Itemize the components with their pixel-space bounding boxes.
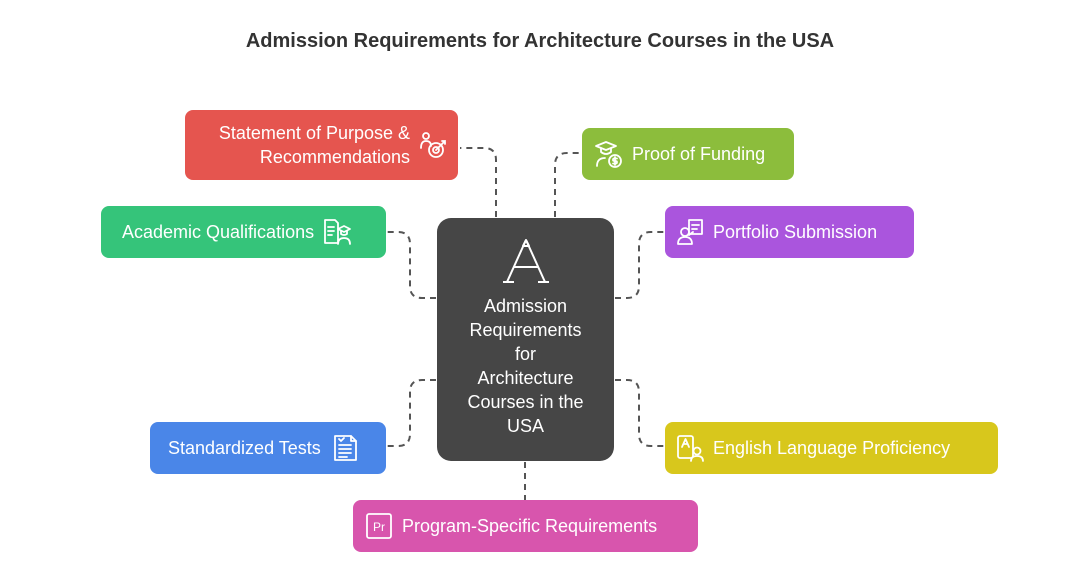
node-label: Program-Specific Requirements [402, 516, 658, 536]
node-label: English Language Proficiency [713, 438, 951, 458]
connector-standardized [387, 379, 436, 447]
letter-a-icon [502, 239, 549, 283]
checklist-icon [333, 435, 357, 461]
document-graduate-icon [324, 219, 351, 245]
target-person-icon [420, 132, 446, 158]
node-proof-of-funding: Proof of Funding [582, 128, 794, 180]
node-label: Academic Qualifications [122, 222, 315, 242]
connector-english [615, 379, 665, 447]
center-line: Admission [483, 296, 568, 316]
node-standardized-tests: Standardized Tests [150, 422, 386, 474]
connector-academic [387, 231, 436, 299]
center-line: Architecture [477, 368, 574, 388]
node-program-specific-requirements: Pr Program-Specific Requirements [353, 500, 698, 552]
node-label: Portfolio Submission [713, 222, 878, 242]
center-topic: Admission Requirements for Architecture … [437, 218, 614, 461]
center-line: Requirements [469, 320, 582, 340]
node-english-language-proficiency: English Language Proficiency [665, 422, 998, 474]
node-label: Statement of Purpose & [218, 123, 410, 143]
language-person-icon [677, 435, 704, 462]
pr-box-icon: Pr [366, 513, 392, 539]
svg-text:Pr: Pr [373, 520, 385, 534]
center-line: for [514, 344, 536, 364]
connector-statement [460, 147, 497, 217]
graduate-dollar-icon [595, 141, 622, 168]
center-line: USA [506, 416, 544, 436]
connector-portfolio [615, 231, 665, 299]
node-label: Proof of Funding [632, 144, 766, 164]
presenter-board-icon [677, 219, 703, 245]
node-statement-of-purpose: Statement of Purpose & Recommendations [185, 110, 458, 180]
node-label: Standardized Tests [168, 438, 321, 458]
center-label: Admission Requirements for Architecture … [447, 294, 604, 438]
diagram-title: Admission Requirements for Architecture … [245, 30, 835, 52]
node-label: Recommendations [259, 147, 410, 167]
node-portfolio-submission: Portfolio Submission [665, 206, 914, 258]
connector-funding [554, 152, 582, 217]
center-line: Courses in the [467, 392, 584, 412]
node-academic-qualifications: Academic Qualifications [101, 206, 386, 258]
